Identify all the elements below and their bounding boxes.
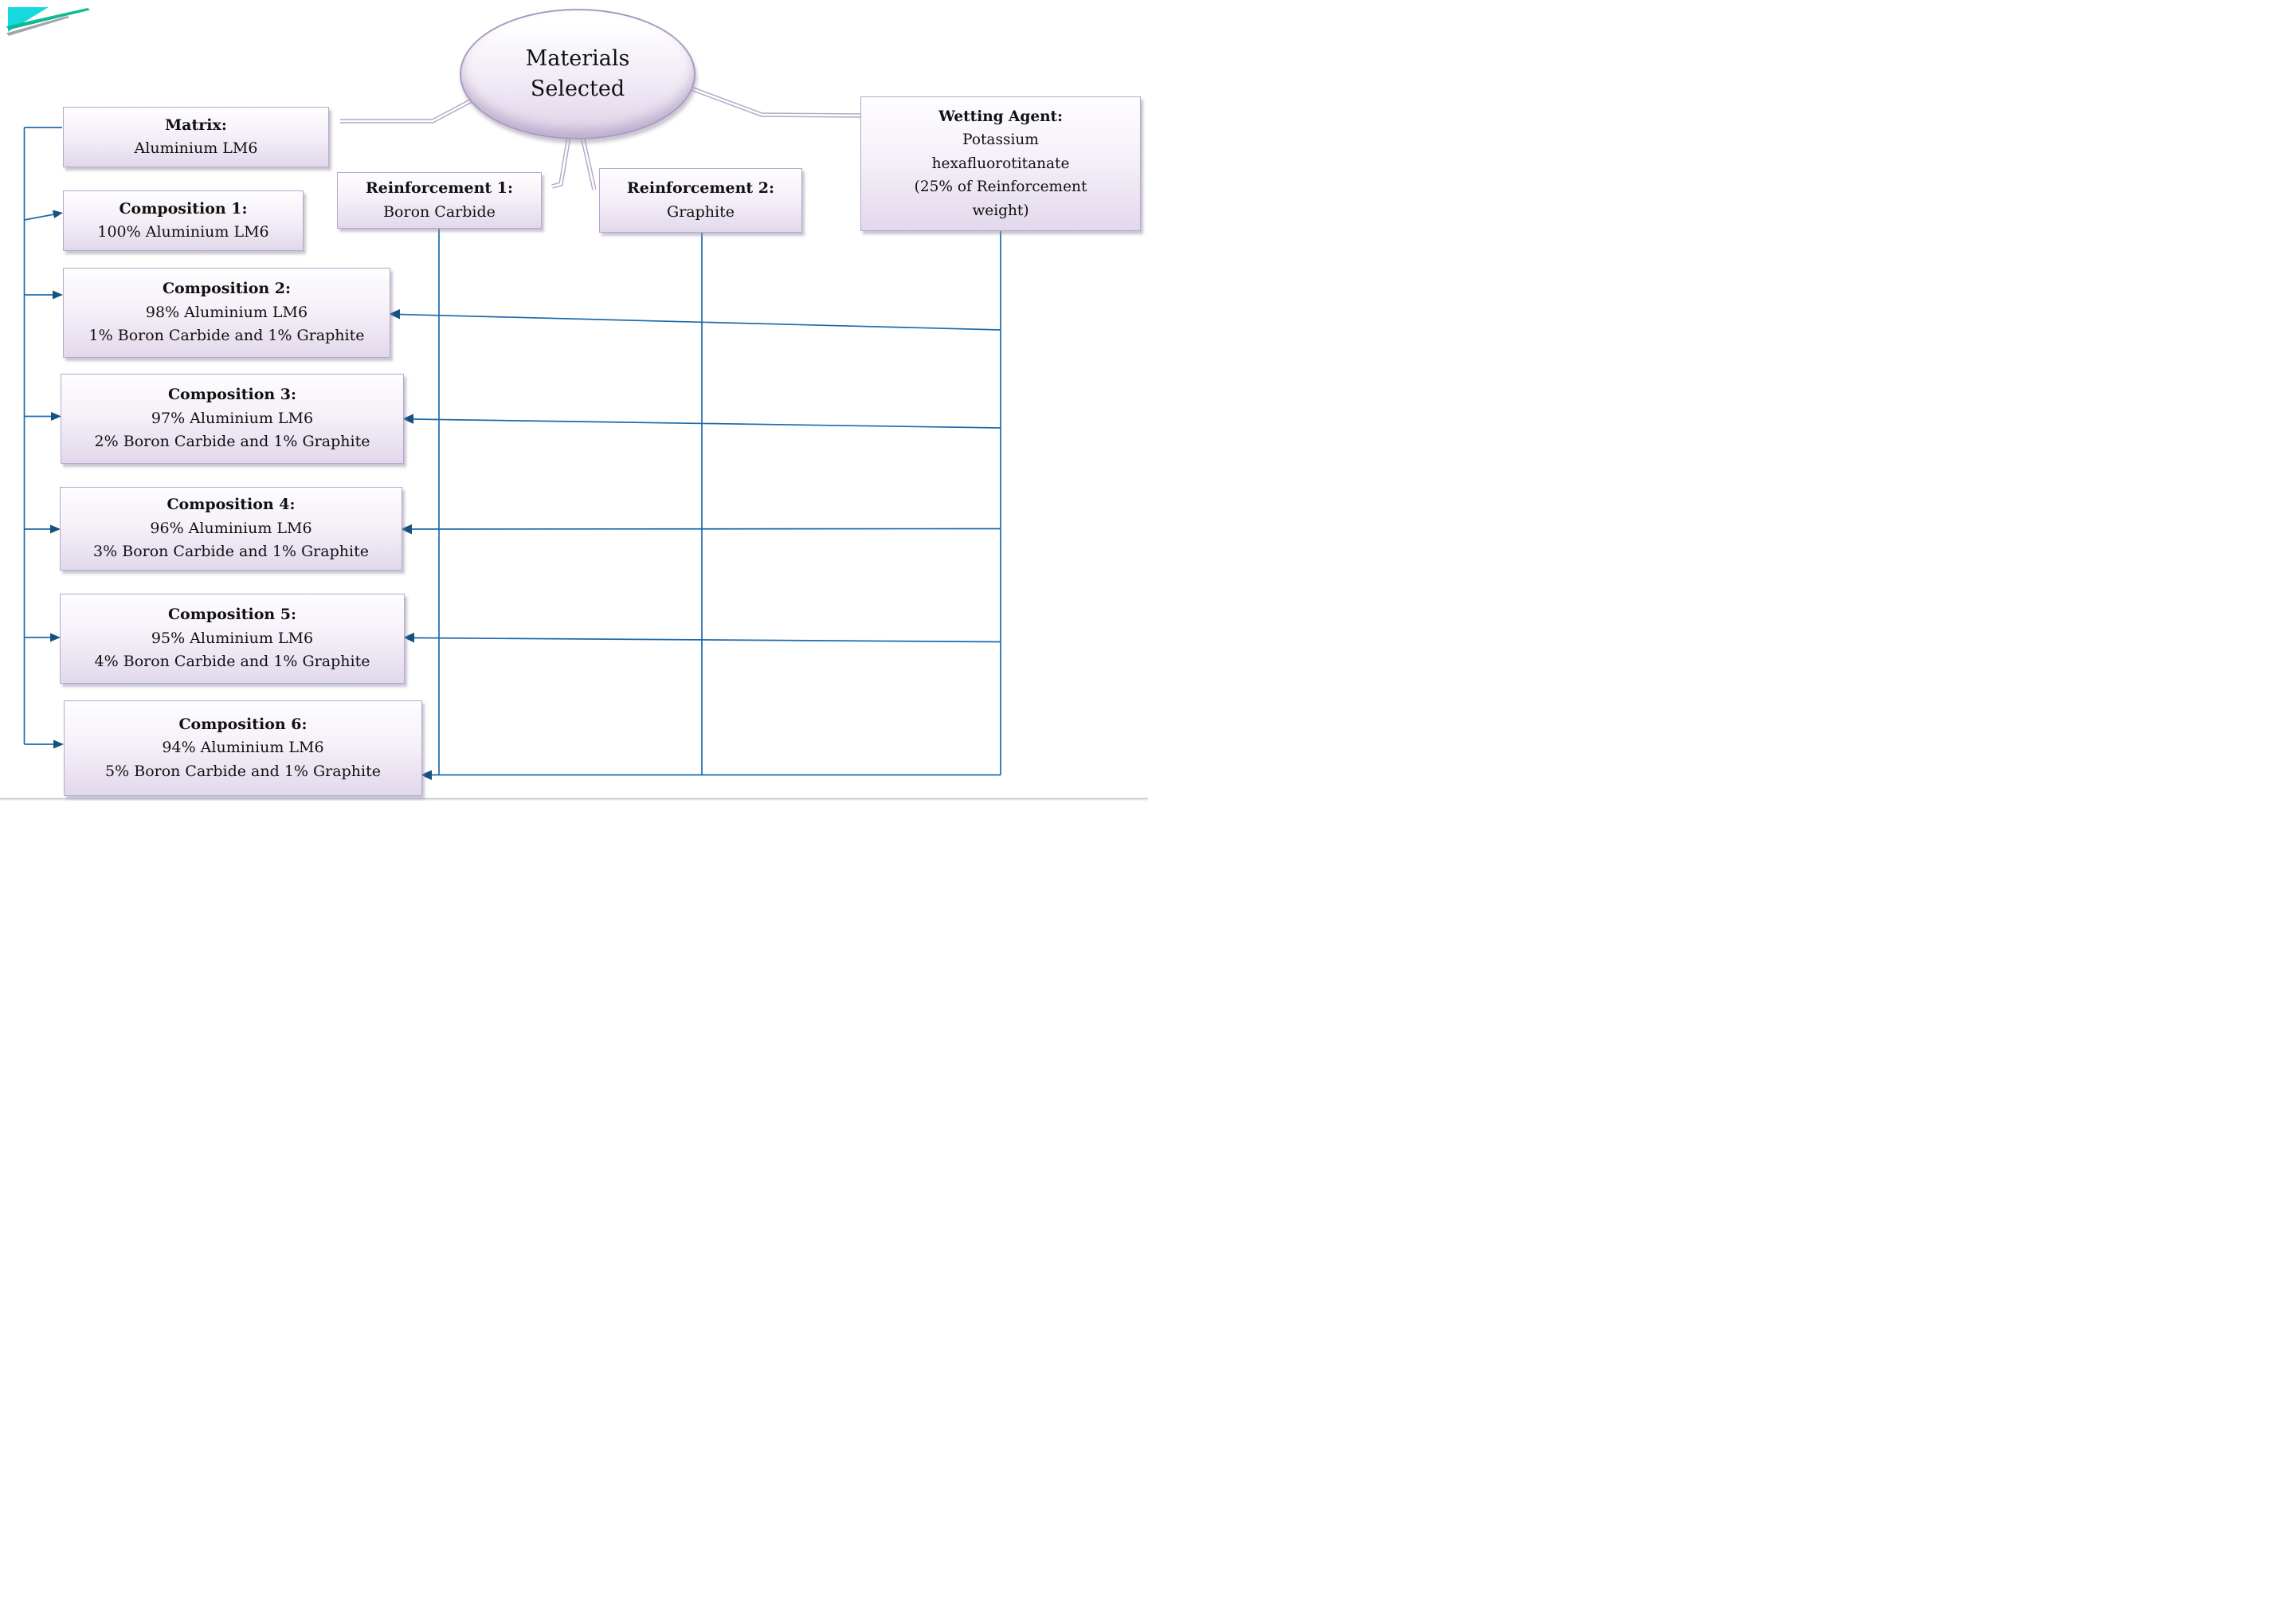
- composition-5-box: Composition 5: 95% Aluminium LM6 4% Boro…: [60, 594, 405, 684]
- wetting-agent-box: Wetting Agent: Potassium hexafluorotitan…: [860, 96, 1141, 231]
- composition-1-box: Composition 1: 100% Aluminium LM6: [63, 190, 304, 251]
- ellipse-to-wetting-connector-gap: [688, 86, 861, 117]
- reinforcement-2-box: Reinforcement 2: Graphite: [599, 168, 802, 233]
- reinforcement-2-title: Reinforcement 2:: [626, 179, 775, 198]
- comp3-left-arrowhead: [51, 412, 61, 421]
- feed-comp3-line: [412, 418, 1001, 429]
- wetting-agent-line-1: Potassium: [962, 131, 1039, 149]
- blue-connector-lines: [23, 127, 1001, 776]
- composition-3-line-1: 97% Aluminium LM6: [151, 409, 314, 427]
- comp3-right-arrowhead: [402, 414, 413, 424]
- comp2-left-arrowhead: [53, 290, 63, 300]
- composition-5-line-1: 95% Aluminium LM6: [151, 629, 314, 647]
- wetting-agent-line-2: hexafluorotitanate: [931, 155, 1070, 172]
- comp2-right-arrowhead: [389, 309, 400, 320]
- materials-selected-ellipse: Materials Selected: [460, 9, 695, 139]
- materials-selected-line1: Materials: [525, 46, 630, 72]
- comp4-right-arrowhead: [401, 524, 412, 535]
- composition-2-line-2: 1% Boron Carbide and 1% Graphite: [88, 327, 365, 345]
- composition-4-line-2: 3% Boron Carbide and 1% Graphite: [93, 543, 369, 561]
- comp6-left-arrowhead: [53, 739, 64, 749]
- logo-gray-streak: [6, 16, 69, 36]
- feed-comp5-line: [413, 637, 1001, 643]
- composition-5-title: Composition 5:: [167, 606, 297, 624]
- wetting-agent-title: Wetting Agent:: [938, 108, 1063, 125]
- composition-3-line-2: 2% Boron Carbide and 1% Graphite: [94, 433, 370, 451]
- composition-6-title: Composition 6:: [178, 715, 308, 733]
- logo-green-streak: [6, 8, 90, 30]
- blue-arrowheads: [50, 210, 432, 780]
- feed-comp4-line: [410, 528, 1001, 530]
- composition-5-line-2: 4% Boron Carbide and 1% Graphite: [94, 653, 370, 671]
- composition-2-box: Composition 2: 98% Aluminium LM6 1% Boro…: [63, 268, 390, 358]
- matrix-title: Matrix:: [165, 116, 227, 134]
- reinforcement-2-line-1: Graphite: [667, 202, 735, 221]
- reinforcement-1-box: Reinforcement 1: Boron Carbide: [337, 172, 542, 229]
- ellipse-to-reinforcement2-connector-gap: [581, 135, 596, 190]
- composition-4-line-1: 96% Aluminium LM6: [150, 519, 312, 537]
- composition-1-title: Composition 1:: [119, 199, 248, 218]
- composition-6-line-1: 94% Aluminium LM6: [162, 739, 324, 757]
- branch-comp1-line: [24, 214, 55, 221]
- composition-6-box: Composition 6: 94% Aluminium LM6 5% Boro…: [64, 700, 422, 796]
- reinforcement-1-title: Reinforcement 1:: [365, 179, 514, 198]
- comp4-left-arrowhead: [50, 524, 61, 534]
- ellipse-to-reinforcement1-connector-gap: [551, 135, 570, 188]
- matrix-line-1: Aluminium LM6: [134, 139, 258, 157]
- wetting-agent-line-3: (25% of Reinforcement: [914, 178, 1087, 196]
- wetting-agent-line-4: weight): [972, 202, 1029, 219]
- ellipse-to-matrix-connector-gap: [340, 99, 472, 123]
- comp5-right-arrowhead: [403, 633, 414, 643]
- composition-4-box: Composition 4: 96% Aluminium LM6 3% Boro…: [60, 487, 402, 571]
- composition-2-title: Composition 2:: [162, 280, 292, 298]
- composition-3-title: Composition 3:: [167, 386, 297, 404]
- comp5-left-arrowhead: [50, 633, 61, 642]
- brand-swoosh-icon: [6, 7, 90, 36]
- slide-canvas: Materials Selected Matrix: Aluminium LM6…: [0, 0, 1148, 806]
- composition-4-title: Composition 4:: [167, 496, 296, 514]
- ellipse-to-wetting-connector: [688, 85, 861, 118]
- composition-2-line-1: 98% Aluminium LM6: [145, 303, 308, 321]
- ellipse-connector-highlights: [340, 86, 861, 190]
- composition-6-line-2: 5% Boron Carbide and 1% Graphite: [105, 762, 381, 780]
- footer-rule-highlight: [0, 799, 1148, 801]
- matrix-box: Matrix: Aluminium LM6: [63, 107, 329, 167]
- connector-layer: [0, 7, 1148, 801]
- ellipse-to-reinforcement1-connector: [551, 135, 571, 189]
- materials-selected-line2: Selected: [530, 76, 625, 101]
- reinforcement-1-line-1: Boron Carbide: [383, 202, 496, 221]
- footer-rule: [0, 798, 1148, 800]
- composition-1-line-1: 100% Aluminium LM6: [97, 223, 269, 241]
- comp1-left-arrowhead: [53, 210, 63, 218]
- composition-3-box: Composition 3: 97% Aluminium LM6 2% Boro…: [61, 374, 404, 464]
- feed-comp2-line: [398, 313, 1001, 331]
- comp6-right-arrowhead: [421, 770, 432, 780]
